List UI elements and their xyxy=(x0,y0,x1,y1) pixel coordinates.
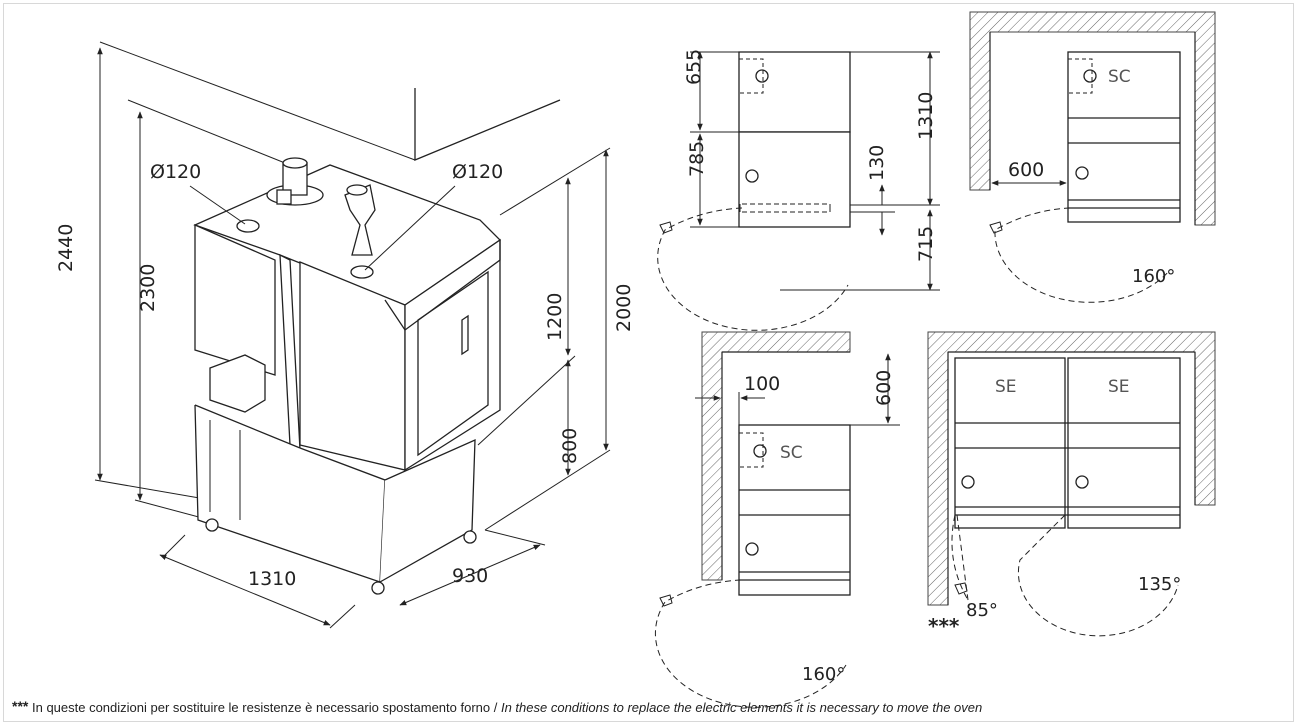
iso-fan-top xyxy=(282,157,308,169)
plan3-dashed-box xyxy=(738,432,764,468)
angle-160-b: 160° xyxy=(802,664,845,685)
leader-vent-right xyxy=(364,185,456,271)
plan2-door-hinge xyxy=(989,221,1003,234)
leader-vent-left xyxy=(189,185,246,225)
plan2-wall-face xyxy=(989,32,1196,225)
dim-2440: 2440 xyxy=(55,224,77,272)
dim-ext-930 xyxy=(484,529,546,546)
iso-stand-top-edge xyxy=(194,404,301,449)
label-sc-2: SC xyxy=(780,443,803,463)
plan3-circle-upper xyxy=(753,444,767,458)
plan-view-1 xyxy=(657,51,940,331)
footnote-stars: *** xyxy=(12,698,29,714)
plan1-door-dash xyxy=(742,203,830,213)
dim-ext-2000-top xyxy=(499,147,611,216)
plan1-upper xyxy=(738,51,851,133)
iso-vent-right xyxy=(350,265,374,279)
label-se-2: SE xyxy=(1108,377,1130,397)
plan1-lower xyxy=(738,131,851,228)
plan1-circle-upper xyxy=(755,69,769,83)
dim-ext-800 xyxy=(477,355,576,446)
dim-600-side: 600 xyxy=(1008,159,1044,181)
angle-135: 135° xyxy=(1138,574,1181,595)
isometric-view xyxy=(94,41,611,629)
iso-door-handle xyxy=(461,314,469,356)
plan4-oven-left xyxy=(954,357,1066,529)
iso-hood-left xyxy=(194,224,276,376)
dim-ext-1310-right xyxy=(329,604,356,629)
plan4-oven-right xyxy=(1067,357,1181,529)
plan1-dashed-box xyxy=(738,58,764,94)
dim-ext-2300-top xyxy=(127,99,291,166)
dim-vent-right: Ø120 xyxy=(452,161,503,183)
plan4-circle-right xyxy=(1075,475,1089,489)
iso-hood-bevel xyxy=(384,240,501,331)
dim-1200: 1200 xyxy=(544,293,566,341)
plan3-door-hinge xyxy=(659,594,673,607)
footnote-marker: *** xyxy=(928,614,960,638)
footnote-italian: In queste condizioni per sostituire le r… xyxy=(31,700,501,715)
plan2-dashed-box xyxy=(1067,58,1093,94)
dim-1310-side: 1310 xyxy=(915,92,937,140)
plan4-circle-left xyxy=(961,475,975,489)
plan2-door-swing xyxy=(994,207,1171,303)
iso-vent-left xyxy=(236,219,260,233)
plan4-wall-face xyxy=(947,351,1196,605)
dim-2000: 2000 xyxy=(613,284,635,332)
plan2-circle-upper xyxy=(1083,69,1097,83)
dim-785: 785 xyxy=(686,141,708,177)
iso-oven-door xyxy=(417,270,489,457)
dim-2300: 2300 xyxy=(137,264,159,312)
plan-view-2 xyxy=(969,11,1216,303)
dim-line-1310 xyxy=(159,554,331,626)
dim-130: 130 xyxy=(866,145,888,181)
plan-view-3 xyxy=(654,331,900,708)
dim-ext-1310-left xyxy=(164,534,186,556)
dim-600-back: 600 xyxy=(873,370,895,406)
iso-exhaust-pipe xyxy=(344,184,376,256)
plan4-door-swings xyxy=(951,514,1179,637)
iso-hood-panel xyxy=(279,253,301,452)
angle-85: 85° xyxy=(966,600,998,621)
iso-stand-legs xyxy=(209,420,241,520)
dim-vent-left: Ø120 xyxy=(150,161,201,183)
dim-800: 800 xyxy=(559,428,581,464)
plan4-door-hinge xyxy=(954,582,968,595)
dim-930: 930 xyxy=(452,565,488,587)
label-se-1: SE xyxy=(995,377,1017,397)
iso-exhaust-top xyxy=(346,184,368,196)
footnote: *** In queste condizioni per sostituire … xyxy=(12,698,1292,715)
wall-block-outline xyxy=(414,88,561,161)
plan3-circle-lower xyxy=(745,542,759,556)
dim-line-930 xyxy=(399,544,541,606)
plan3-oven xyxy=(738,424,851,596)
iso-fan-box xyxy=(276,189,292,205)
dim-655: 655 xyxy=(683,49,705,85)
plan-view-4 xyxy=(927,331,1216,637)
dim-715: 715 xyxy=(915,226,937,262)
iso-wheel-3 xyxy=(463,530,477,544)
iso-wheel-2 xyxy=(371,581,385,595)
plan1-circle-lower xyxy=(745,169,759,183)
plan3-wall-face xyxy=(721,351,850,580)
footnote-english: In these conditions to replace the elect… xyxy=(500,700,983,715)
plan3-door-swing xyxy=(654,579,847,708)
plan1-door-hinge xyxy=(659,221,673,234)
drawing-frame xyxy=(3,3,1294,722)
angle-160-a: 160° xyxy=(1132,266,1175,287)
dim-1310: 1310 xyxy=(248,568,296,590)
iso-control-box xyxy=(209,354,266,413)
plan2-circle-lower xyxy=(1075,166,1089,180)
iso-oven-front xyxy=(404,238,501,472)
label-sc-1: SC xyxy=(1108,67,1131,87)
dim-ext-2000-bottom xyxy=(484,449,611,531)
iso-wheel-1 xyxy=(205,518,219,532)
wall-projection-line xyxy=(99,41,416,161)
dim-100: 100 xyxy=(744,373,780,395)
plan1-door-swing xyxy=(657,207,849,331)
